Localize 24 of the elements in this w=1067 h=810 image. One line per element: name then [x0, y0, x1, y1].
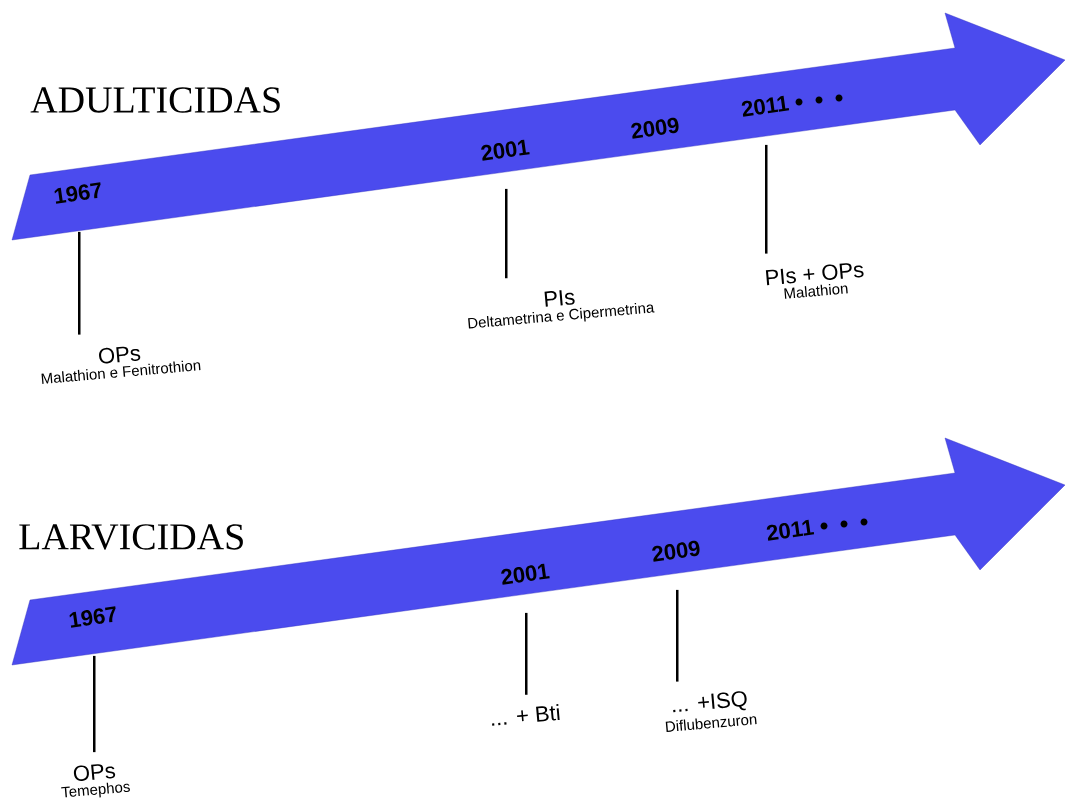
leader-line	[676, 589, 679, 682]
year-label: 1967	[54, 182, 101, 204]
leader-line	[93, 655, 96, 753]
leader-line	[765, 144, 768, 254]
year-label: 2011	[766, 519, 815, 541]
annotation-text: ... +ISQ Diflubenzuron	[665, 691, 757, 732]
timeline-arrow	[11, 437, 1066, 666]
section-title: LARVICIDAS	[19, 524, 243, 550]
annotation-text: ... + Bti	[492, 704, 560, 726]
timeline-arrow	[11, 12, 1066, 241]
annotation-text: PIs Deltametrina e Cipermetrina	[468, 290, 655, 329]
annotation-text: OPs Malathion e Fenitrothion	[41, 346, 201, 384]
year-label: 2011	[741, 95, 790, 117]
year-label: 2009	[652, 540, 700, 562]
year-label: 2009	[631, 117, 679, 139]
year-label: 2001	[501, 563, 550, 585]
annotation-text: OPs Temephos	[61, 764, 130, 798]
leader-line	[78, 231, 81, 335]
leader-line	[505, 188, 508, 279]
year-label: 1967	[69, 606, 116, 628]
leader-line	[525, 612, 528, 695]
year-label: 2001	[481, 139, 530, 161]
annotation-text: PIs + OPs Malathion	[765, 263, 864, 299]
section-title: ADULTICIDAS	[30, 87, 280, 113]
